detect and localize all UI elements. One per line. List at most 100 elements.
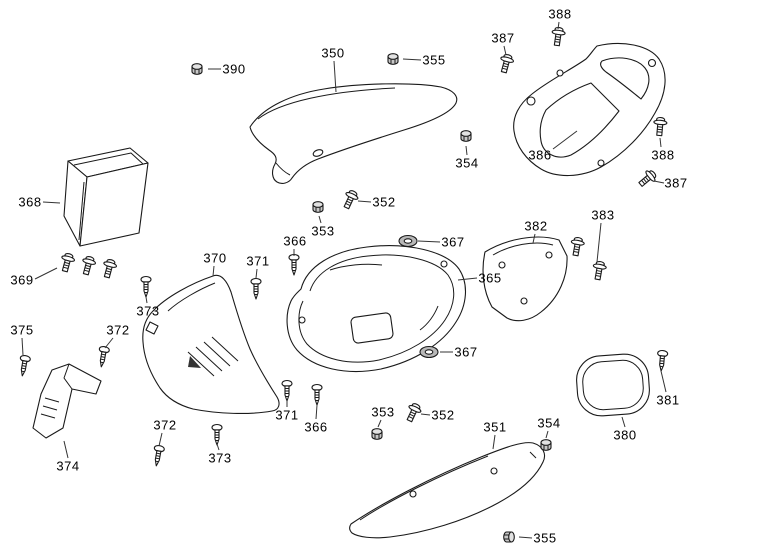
part-drawing-bracket-374	[32, 363, 102, 439]
part-label-352: 352	[372, 194, 396, 210]
leader-line-351	[492, 434, 496, 450]
clip-icon	[371, 428, 383, 440]
part-label-371: 371	[275, 407, 299, 423]
screw-icon	[95, 345, 111, 369]
bolt-icon	[402, 401, 424, 425]
leader-line-388	[659, 137, 662, 148]
leader-line-374	[63, 440, 69, 459]
part-label-370: 370	[203, 250, 227, 266]
leader-line-380	[621, 416, 626, 428]
part-label-352: 352	[431, 407, 455, 423]
part-label-350: 350	[321, 45, 345, 61]
washer-icon	[419, 345, 439, 359]
bolt-icon	[78, 254, 98, 277]
part-drawing-lid-380	[576, 353, 650, 417]
leader-line-365	[457, 277, 478, 281]
part-label-373: 373	[208, 450, 232, 466]
leader-line-382	[532, 233, 536, 244]
clip-icon	[387, 53, 399, 65]
clip-icon	[460, 130, 472, 142]
screw-icon	[150, 444, 166, 468]
part-drawing-storage-box-368	[63, 147, 149, 247]
washer-icon	[398, 234, 418, 248]
part-label-354: 354	[455, 155, 479, 171]
part-label-386: 386	[528, 147, 552, 163]
clip-icon	[191, 63, 203, 75]
part-label-382: 382	[524, 218, 548, 234]
leader-line-387	[653, 180, 665, 184]
part-label-387: 387	[664, 175, 688, 191]
clip-icon	[503, 531, 515, 543]
part-label-369: 369	[10, 272, 34, 288]
leader-line-387	[503, 45, 507, 56]
leader-line-381	[660, 370, 667, 393]
part-label-365: 365	[478, 270, 502, 286]
part-label-383: 383	[591, 207, 615, 223]
part-label-366: 366	[283, 233, 307, 249]
part-label-367: 367	[454, 344, 478, 360]
leader-line-355	[518, 536, 533, 539]
screw-icon	[211, 423, 223, 446]
leader-lines	[21, 21, 667, 539]
leader-line-383	[596, 222, 602, 263]
leader-line-353	[318, 215, 322, 224]
part-label-387: 387	[491, 30, 515, 46]
part-label-371: 371	[246, 253, 270, 269]
leader-line-368	[42, 201, 61, 204]
part-label-380: 380	[613, 427, 637, 443]
part-label-351: 351	[483, 419, 507, 435]
bolt-icon	[57, 251, 77, 274]
leader-line-355	[402, 58, 422, 61]
part-drawing-carrier-386	[513, 43, 666, 177]
part-label-372: 372	[106, 322, 130, 338]
bolt-icon	[339, 188, 361, 212]
leader-line-353	[377, 419, 382, 428]
part-label-372: 372	[153, 417, 177, 433]
part-label-368: 368	[18, 194, 42, 210]
part-drawing-side-cover-351	[349, 442, 546, 539]
part-label-354: 354	[537, 415, 561, 431]
leader-line-354	[545, 430, 549, 439]
screw-icon	[655, 349, 669, 372]
part-drawing-front-cover-370	[142, 274, 280, 415]
screw-icon	[16, 354, 32, 378]
bolt-icon	[99, 257, 119, 280]
leader-line-354	[465, 145, 468, 156]
part-drawing-seat-350	[249, 83, 458, 184]
leader-line-367	[417, 240, 441, 243]
leader-line-371	[255, 268, 258, 279]
leader-line-386	[552, 130, 578, 150]
part-label-373: 373	[136, 303, 160, 319]
part-label-390: 390	[222, 61, 246, 77]
leader-line-388	[557, 21, 560, 30]
clip-icon	[312, 201, 324, 213]
leader-line-366	[315, 404, 318, 420]
leader-line-375	[21, 337, 24, 356]
bolt-icon	[496, 52, 516, 75]
screw-icon	[250, 277, 262, 300]
leader-line-352	[420, 413, 431, 416]
part-label-355: 355	[422, 52, 446, 68]
part-label-375: 375	[10, 322, 34, 338]
screw-icon	[288, 253, 300, 276]
part-label-367: 367	[441, 234, 465, 250]
bolt-icon	[549, 26, 567, 47]
part-label-381: 381	[656, 392, 680, 408]
part-label-355: 355	[533, 530, 557, 546]
leader-line-352	[357, 200, 372, 203]
part-drawing-helmet-box-365	[286, 245, 466, 372]
part-label-388: 388	[548, 6, 572, 22]
part-label-388: 388	[651, 147, 675, 163]
clip-icon	[540, 439, 552, 451]
leader-line-373	[145, 296, 148, 304]
screw-icon	[311, 383, 323, 406]
part-label-374: 374	[56, 458, 80, 474]
leader-line-370	[212, 265, 215, 277]
part-label-353: 353	[311, 223, 335, 239]
bolt-icon	[652, 116, 668, 137]
leader-line-372	[104, 337, 114, 349]
leader-line-373	[216, 443, 220, 451]
part-label-353: 353	[371, 404, 395, 420]
